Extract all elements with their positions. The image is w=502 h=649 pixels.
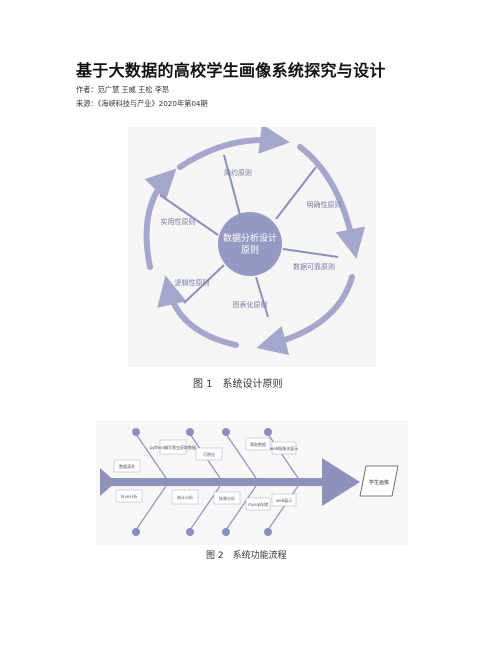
principle-label-clarity: 明确性原则 [307, 200, 342, 209]
rib-dot [222, 528, 230, 536]
article-authors: 作者：范广慧 王威 王松 李昂 [76, 85, 170, 94]
fish-spine [110, 478, 342, 486]
principle-label-chart: 图表化原则 [233, 300, 268, 309]
ring-arrow-4 [157, 275, 239, 348]
fish-head-arrow [322, 458, 360, 506]
rib-dot [264, 428, 272, 436]
fish-tail [100, 468, 116, 496]
principles-diagram: 数据分析设计 原则 简约原则 明确性原则 数据可靠原则 图表化原则 逻辑性原则 … [143, 123, 366, 356]
center-label-2: 原则 [241, 244, 259, 256]
principle-label-reliable: 数据可靠原则 [293, 262, 335, 271]
note-bottom-6: web展示 [276, 497, 292, 503]
rib-dot [132, 528, 140, 536]
rib-dot [222, 428, 230, 436]
figure-function-flow: python编写爬虫获取数据 可视化 爬取数据 web图像化展示 数据清洗 hi… [96, 420, 408, 545]
center-label-1: 数据分析设计 [223, 232, 277, 244]
center-circle [218, 212, 282, 276]
note-top-2: 可视化 [203, 451, 215, 457]
rib-dot [264, 528, 272, 536]
article-source: 来源：《海峡科技与产业》2020年第04期 [76, 99, 208, 108]
principle-label-practical: 实用性原则 [161, 217, 196, 226]
note-top-4: web图像化展示 [270, 445, 298, 451]
ring-arrow-3 [256, 274, 355, 356]
principle-label-logic: 逻辑性原则 [175, 278, 210, 287]
note-bottom-5: mysql存储 [248, 501, 268, 507]
figure1-caption: 图 1 系统设计原则 [193, 379, 283, 390]
ring-arrow-1 [177, 123, 290, 170]
note-bottom-1: 数据清洗 [119, 463, 135, 469]
head-label: 学生画像 [369, 479, 389, 486]
figure2-caption: 图 2 系统功能流程 [206, 551, 287, 561]
head-box [359, 465, 399, 497]
ring-arrow-2 [297, 144, 366, 259]
rib-dot [186, 528, 194, 536]
note-bottom-4: 结果分析 [219, 495, 235, 501]
fishbone-diagram: python编写爬虫获取数据 可视化 爬取数据 web图像化展示 数据清洗 hi… [100, 428, 399, 536]
note-bottom-3: 统计分析 [177, 494, 193, 500]
note-bottom-2: hive分析 [121, 493, 137, 499]
figure-design-principles: 数据分析设计 原则 简约原则 明确性原则 数据可靠原则 图表化原则 逻辑性原则 … [128, 123, 376, 367]
note-top-1: python编写爬虫获取数据 [150, 444, 196, 450]
note-top-3: 爬取数据 [250, 441, 266, 447]
article-title: 基于大数据的高校学生画像系统探究与设计 [76, 61, 386, 80]
ring-arrow-5 [143, 168, 177, 270]
rib-dot [186, 428, 194, 436]
rib-dot [132, 428, 140, 436]
principle-label-simple: 简约原则 [224, 168, 252, 177]
